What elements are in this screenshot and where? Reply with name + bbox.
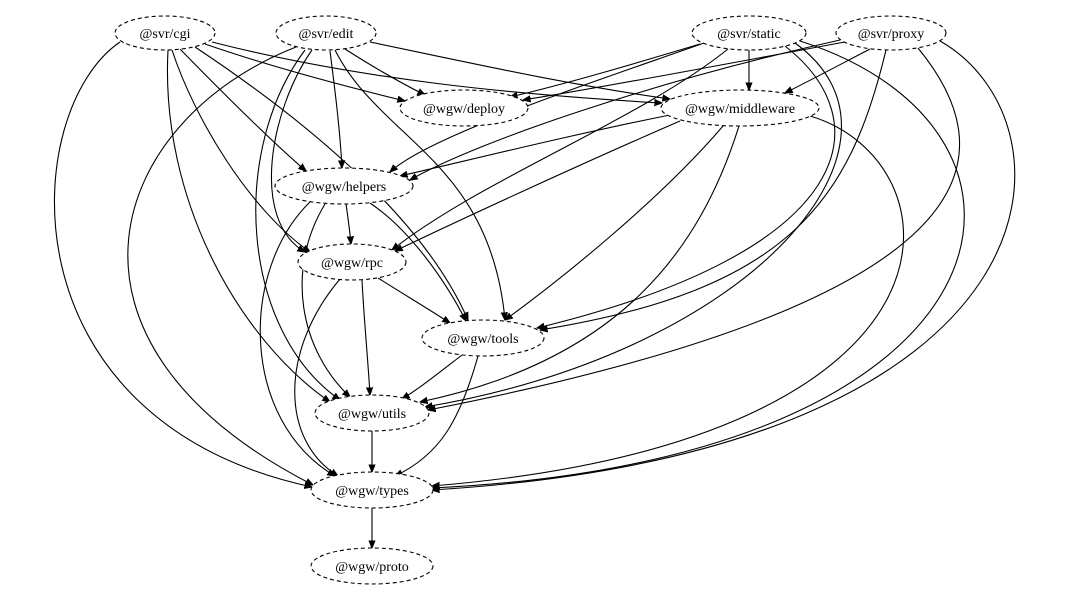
node-ellipse	[835, 15, 947, 51]
edge-middleware-to-rpc	[395, 120, 681, 251]
node-label: @svr/static	[717, 27, 780, 42]
node-rpc: @wgw/rpc	[297, 243, 407, 281]
edge-middleware-to-helpers	[400, 114, 671, 176]
node-ellipse	[421, 319, 545, 357]
node-label: @wgw/rpc	[321, 256, 383, 271]
edge-svr-static-to-types	[432, 40, 965, 488]
node-ellipse	[310, 471, 434, 509]
edge-svr-edit-to-types	[127, 46, 313, 485]
node-proto: @wgw/proto	[310, 547, 434, 585]
edge-tools-to-types	[395, 355, 479, 476]
node-label: @wgw/types	[335, 484, 409, 499]
node-utils: @wgw/utils	[314, 394, 430, 432]
node-ellipse	[297, 243, 407, 281]
node-helpers: @wgw/helpers	[274, 167, 414, 205]
node-middleware: @wgw/middleware	[660, 89, 820, 127]
edge-svr-static-to-tools	[537, 45, 836, 328]
edge-helpers-to-rpc	[345, 203, 351, 244]
node-label: @svr/proxy	[858, 27, 925, 42]
edge-svr-edit-to-tools	[334, 49, 505, 320]
node-ellipse	[274, 167, 414, 205]
node-ellipse	[114, 15, 216, 51]
node-label: @wgw/deploy	[423, 102, 505, 117]
node-tools: @wgw/tools	[421, 319, 545, 357]
edge-helpers-to-types	[259, 201, 335, 476]
node-ellipse	[310, 547, 434, 585]
edges-layer	[53, 39, 1016, 548]
node-label: @svr/cgi	[140, 27, 191, 42]
node-deploy: @wgw/deploy	[399, 89, 529, 127]
edge-svr-cgi-to-utils	[166, 49, 330, 402]
node-svr-cgi: @svr/cgi	[114, 15, 216, 51]
node-label: @wgw/proto	[335, 560, 409, 575]
edge-svr-static-to-rpc	[392, 48, 729, 250]
edge-rpc-to-types	[294, 278, 341, 476]
edge-svr-proxy-to-middleware	[785, 48, 871, 93]
node-ellipse	[399, 89, 529, 127]
node-svr-static: @svr/static	[691, 15, 807, 51]
node-svr-proxy: @svr/proxy	[835, 15, 947, 51]
edge-svr-edit-to-rpc	[270, 49, 313, 252]
edge-svr-cgi-to-types	[53, 41, 312, 487]
edge-svr-proxy-to-helpers	[410, 39, 841, 180]
node-ellipse	[275, 15, 377, 51]
edge-svr-proxy-to-types	[432, 40, 1016, 490]
node-label: @wgw/helpers	[302, 180, 386, 195]
edge-svr-edit-to-helpers	[329, 50, 342, 168]
edge-svr-cgi-to-helpers	[179, 48, 306, 171]
node-label: @wgw/tools	[447, 332, 518, 347]
edge-helpers-to-tools	[369, 202, 466, 321]
edge-svr-cgi-to-rpc	[171, 49, 310, 252]
node-ellipse	[660, 89, 820, 127]
node-label: @wgw/middleware	[685, 102, 795, 117]
edge-svr-edit-to-middleware	[369, 41, 670, 99]
edge-svr-static-to-deploy	[510, 43, 701, 97]
edge-svr-cgi-to-deploy	[204, 43, 405, 101]
edge-middleware-to-types	[432, 115, 904, 486]
edge-rpc-to-utils	[361, 279, 370, 395]
edge-svr-proxy-to-deploy	[523, 41, 846, 100]
node-svr-edit: @svr/edit	[275, 15, 377, 51]
edge-svr-proxy-to-utils	[428, 47, 961, 410]
edge-middleware-to-tools	[505, 125, 724, 320]
node-ellipse	[314, 394, 430, 432]
node-label: @wgw/utils	[338, 407, 406, 422]
edge-middleware-to-utils	[420, 125, 740, 402]
edge-svr-static-to-utils	[425, 42, 842, 407]
node-label: @svr/edit	[299, 27, 354, 42]
edge-tools-to-utils	[402, 354, 463, 399]
edge-svr-proxy-to-tools	[540, 49, 887, 330]
edge-svr-cgi-to-tools	[194, 46, 468, 320]
edge-helpers-to-utils	[301, 203, 350, 397]
edge-rpc-to-tools	[377, 277, 450, 323]
node-ellipse	[691, 15, 807, 51]
node-types: @wgw/types	[310, 471, 434, 509]
edge-svr-edit-to-deploy	[344, 48, 425, 95]
edge-svr-edit-to-utils	[255, 49, 340, 400]
nodes-layer: @svr/cgi @svr/edit @svr/static @svr/proxy @w…	[114, 15, 947, 585]
